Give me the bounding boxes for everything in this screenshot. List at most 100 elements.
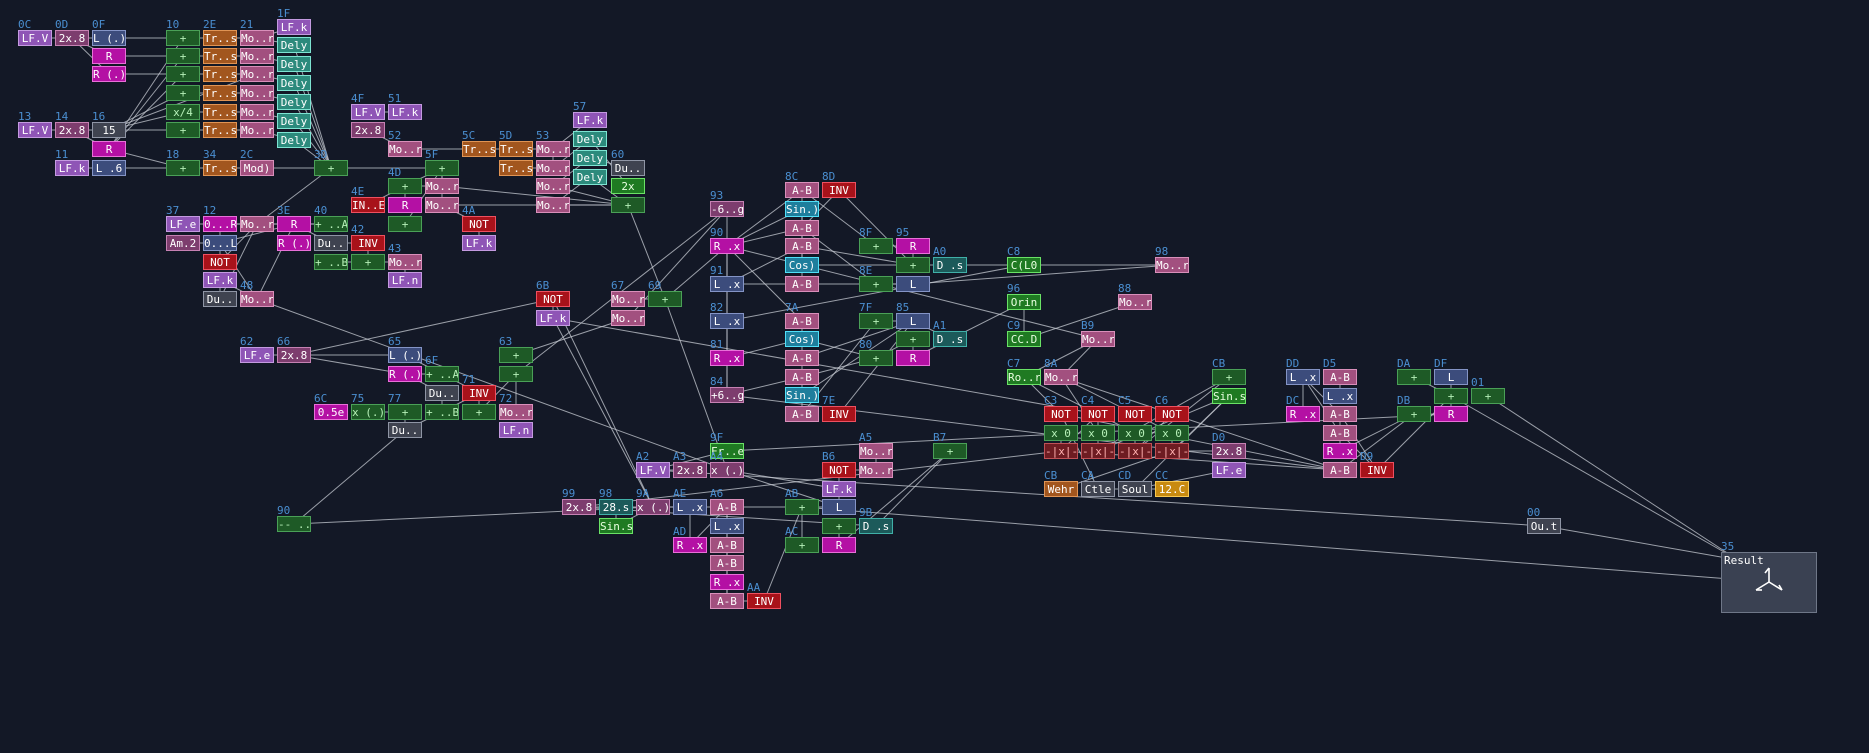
- node-module[interactable]: +: [822, 518, 856, 534]
- node-module[interactable]: IN..E: [351, 197, 385, 213]
- node-module[interactable]: +: [166, 160, 200, 176]
- node-module[interactable]: Mo..r: [1118, 294, 1152, 310]
- node-module[interactable]: +: [166, 66, 200, 82]
- node-module[interactable]: -|x|-: [1155, 443, 1189, 459]
- node-module[interactable]: A-B: [785, 369, 819, 385]
- node-module[interactable]: Tr..s: [203, 30, 237, 46]
- node-module[interactable]: Ctle: [1081, 481, 1115, 497]
- node-module[interactable]: Mo..r: [536, 141, 570, 157]
- node-module[interactable]: Dely: [277, 37, 311, 53]
- node-module[interactable]: D .s: [933, 331, 967, 347]
- node-module[interactable]: + ..B: [425, 404, 459, 420]
- node-module[interactable]: 2x.8: [562, 499, 596, 515]
- node-module[interactable]: Ou.t: [1527, 518, 1561, 534]
- node-module[interactable]: Du..: [203, 291, 237, 307]
- node-module[interactable]: A-B: [785, 220, 819, 236]
- node-module[interactable]: L (.): [92, 30, 126, 46]
- node-module[interactable]: LF.k: [536, 310, 570, 326]
- node-module[interactable]: Mo..r: [1044, 369, 1078, 385]
- node-module[interactable]: R: [896, 350, 930, 366]
- node-module[interactable]: Dely: [277, 113, 311, 129]
- node-module[interactable]: Dely: [277, 132, 311, 148]
- node-module[interactable]: Mo..r: [611, 291, 645, 307]
- node-module[interactable]: L .x: [1286, 369, 1320, 385]
- node-module[interactable]: A-B: [710, 499, 744, 515]
- node-module[interactable]: +: [1212, 369, 1246, 385]
- node-module[interactable]: Du..: [388, 422, 422, 438]
- node-module[interactable]: 12.C: [1155, 481, 1189, 497]
- node-module[interactable]: LF.V: [18, 122, 52, 138]
- node-module[interactable]: R (.): [92, 66, 126, 82]
- node-module[interactable]: 2x.8: [55, 30, 89, 46]
- node-module[interactable]: A-B: [1323, 369, 1357, 385]
- node-module[interactable]: Mo..r: [425, 197, 459, 213]
- node-module[interactable]: NOT: [536, 291, 570, 307]
- node-module[interactable]: x 0: [1081, 425, 1115, 441]
- node-module[interactable]: A-B: [785, 406, 819, 422]
- node-module[interactable]: NOT: [1044, 406, 1078, 422]
- node-module[interactable]: R: [822, 537, 856, 553]
- node-module[interactable]: A-B: [785, 350, 819, 366]
- node-module[interactable]: + ..A: [314, 216, 348, 232]
- node-module[interactable]: Dely: [573, 169, 607, 185]
- node-module[interactable]: LF.e: [1212, 462, 1246, 478]
- node-module[interactable]: D .s: [859, 518, 893, 534]
- node-module[interactable]: 2x: [611, 178, 645, 194]
- node-module[interactable]: +: [351, 254, 385, 270]
- node-module[interactable]: Tr..s: [203, 85, 237, 101]
- node-module[interactable]: L: [822, 499, 856, 515]
- node-module[interactable]: Mo..r: [240, 122, 274, 138]
- node-module[interactable]: R .x: [1323, 443, 1357, 459]
- node-module[interactable]: Fr..e: [710, 443, 744, 459]
- node-module[interactable]: A-B: [1323, 406, 1357, 422]
- node-module[interactable]: Mo..r: [240, 216, 274, 232]
- node-module[interactable]: Mo..r: [1155, 257, 1189, 273]
- node-module[interactable]: +: [785, 499, 819, 515]
- node-module[interactable]: Dely: [573, 131, 607, 147]
- node-module[interactable]: Du..: [611, 160, 645, 176]
- node-module[interactable]: Dely: [277, 56, 311, 72]
- node-module[interactable]: L .x: [710, 276, 744, 292]
- node-module[interactable]: Mo..r: [536, 160, 570, 176]
- node-module[interactable]: Cos): [785, 331, 819, 347]
- node-module[interactable]: A-B: [1323, 462, 1357, 478]
- node-module[interactable]: +: [859, 238, 893, 254]
- node-module[interactable]: A-B: [785, 276, 819, 292]
- node-module[interactable]: R .x: [710, 574, 744, 590]
- node-module[interactable]: R: [896, 238, 930, 254]
- node-module[interactable]: D .s: [933, 257, 967, 273]
- node-module[interactable]: C(L0: [1007, 257, 1041, 273]
- node-module[interactable]: 2x.8: [351, 122, 385, 138]
- node-module[interactable]: Mo..r: [240, 66, 274, 82]
- node-module[interactable]: A-B: [785, 313, 819, 329]
- node-module[interactable]: L .x: [710, 518, 744, 534]
- node-module[interactable]: 0...L: [203, 235, 237, 251]
- node-module[interactable]: x (.): [710, 462, 744, 478]
- node-module[interactable]: Dely: [573, 150, 607, 166]
- node-module[interactable]: +: [859, 313, 893, 329]
- node-module[interactable]: 0...R: [203, 216, 237, 232]
- node-module[interactable]: -6..g: [710, 201, 744, 217]
- node-module[interactable]: +: [462, 404, 496, 420]
- node-module[interactable]: R (.): [277, 235, 311, 251]
- node-module[interactable]: R .x: [710, 238, 744, 254]
- node-module[interactable]: LF.e: [240, 347, 274, 363]
- node-module[interactable]: LF.k: [388, 104, 422, 120]
- node-module[interactable]: CC.D: [1007, 331, 1041, 347]
- node-module[interactable]: INV: [1360, 462, 1394, 478]
- node-module[interactable]: R .x: [710, 350, 744, 366]
- node-module[interactable]: A-B: [710, 537, 744, 553]
- node-module[interactable]: -|x|-: [1044, 443, 1078, 459]
- node-module[interactable]: Sin.): [785, 201, 819, 217]
- node-module[interactable]: Dely: [277, 94, 311, 110]
- node-module[interactable]: +: [1397, 406, 1431, 422]
- node-module[interactable]: Mo..r: [388, 141, 422, 157]
- node-module[interactable]: Mo..r: [1081, 331, 1115, 347]
- node-module[interactable]: Am.2: [166, 235, 200, 251]
- node-module[interactable]: LF.V: [351, 104, 385, 120]
- node-module[interactable]: +: [166, 30, 200, 46]
- node-module[interactable]: L: [1434, 369, 1468, 385]
- node-module[interactable]: Mo..r: [499, 404, 533, 420]
- node-module[interactable]: Wehr: [1044, 481, 1078, 497]
